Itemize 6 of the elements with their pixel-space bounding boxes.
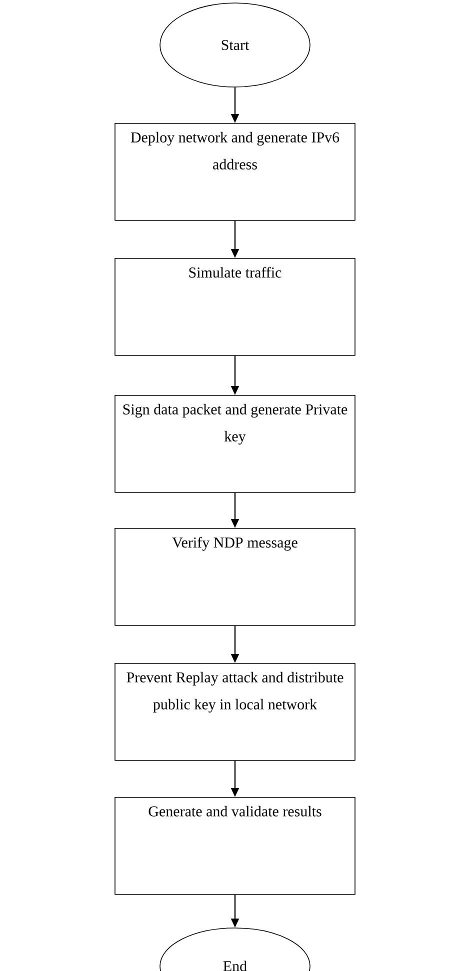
process-box: Simulate traffic [114, 258, 356, 356]
process-box: Deploy network and generate IPv6 address [114, 123, 356, 221]
process-box: Verify NDP message [114, 528, 356, 626]
process-box: Prevent Replay attack and distribute public key in local network [114, 663, 356, 761]
process-box: Sign data packet and generate Private key [114, 395, 356, 493]
process-box: Generate and validate results [114, 797, 356, 895]
